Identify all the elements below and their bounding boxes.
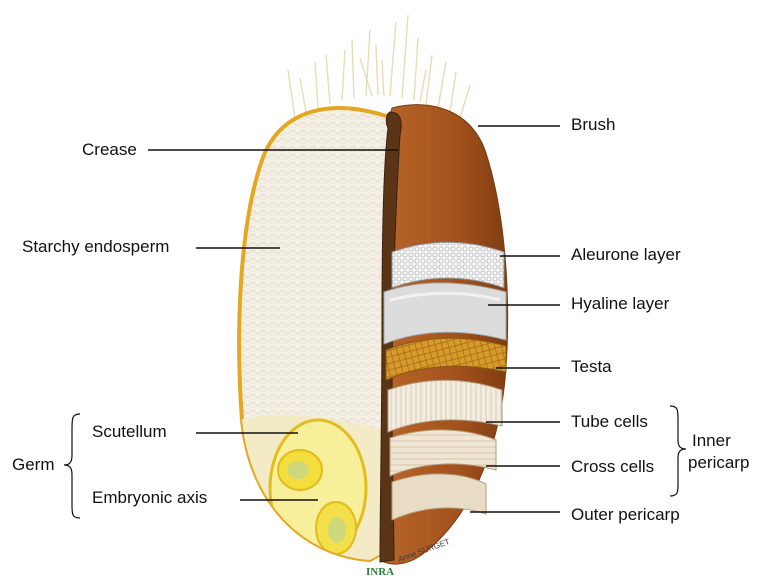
label-tube-cells: Tube cells <box>571 413 648 430</box>
label-starchy-endosperm: Starchy endosperm <box>22 238 169 255</box>
label-crease: Crease <box>82 141 137 158</box>
inra-logo: INRA <box>366 566 394 578</box>
label-embryonic-axis: Embryonic axis <box>92 489 207 506</box>
germ-region <box>240 415 385 580</box>
label-testa: Testa <box>571 358 612 375</box>
inner-pericarp-brace <box>670 406 686 496</box>
label-inner-pericarp: Inner <box>692 432 731 449</box>
label-aleurone-layer: Aleurone layer <box>571 246 681 263</box>
brush-hairs <box>288 15 470 118</box>
label-brush: Brush <box>571 116 615 133</box>
label-hyaline-layer: Hyaline layer <box>571 295 669 312</box>
label-scutellum: Scutellum <box>92 423 167 440</box>
label-outer-pericarp: Outer pericarp <box>571 506 680 523</box>
label-cross-cells: Cross cells <box>571 458 654 475</box>
label-germ: Germ <box>12 456 55 473</box>
label-inner-pericarp-2: pericarp <box>688 454 749 471</box>
germ-brace <box>64 414 80 518</box>
